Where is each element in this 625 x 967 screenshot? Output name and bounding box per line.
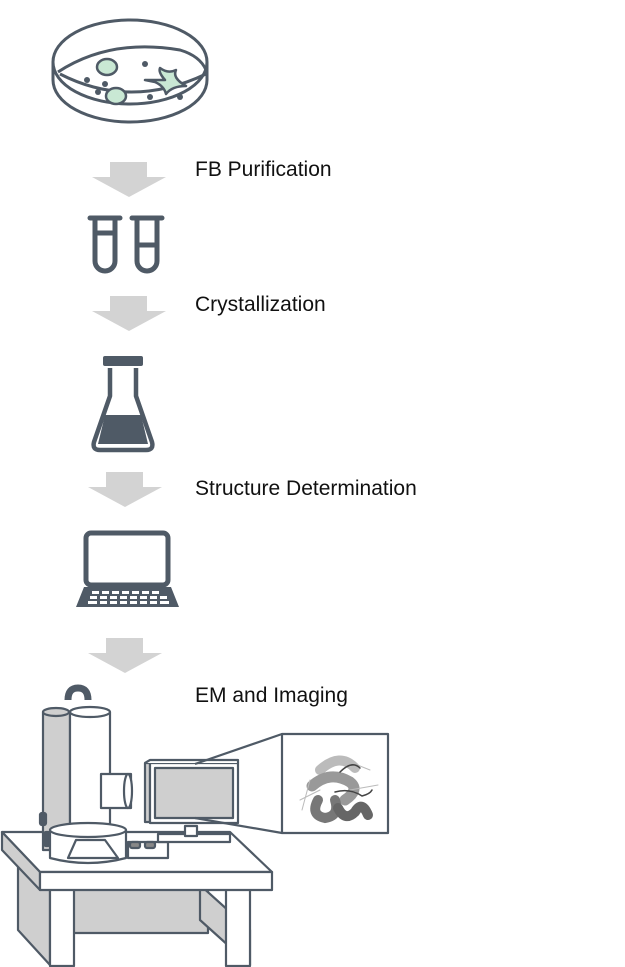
electron-microscope-icon [0,684,390,967]
protein-structure-icon [299,755,379,824]
arrow-down-icon [88,638,162,673]
arrow-down-icon [88,472,162,507]
arrow-down-icon [92,296,166,331]
step-label-structure: Structure Determination [195,477,417,500]
petri-dish-icon [51,18,209,124]
laptop-icon [76,530,179,607]
table-apron [71,886,210,935]
step-label-purification: FB Purification [195,158,332,181]
test-tubes-icon [87,215,165,274]
step-label-crystallization: Crystallization [195,293,326,316]
step-label-imaging: EM and Imaging [195,684,348,707]
arrow-down-icon [92,162,166,197]
flask-icon [91,356,155,453]
